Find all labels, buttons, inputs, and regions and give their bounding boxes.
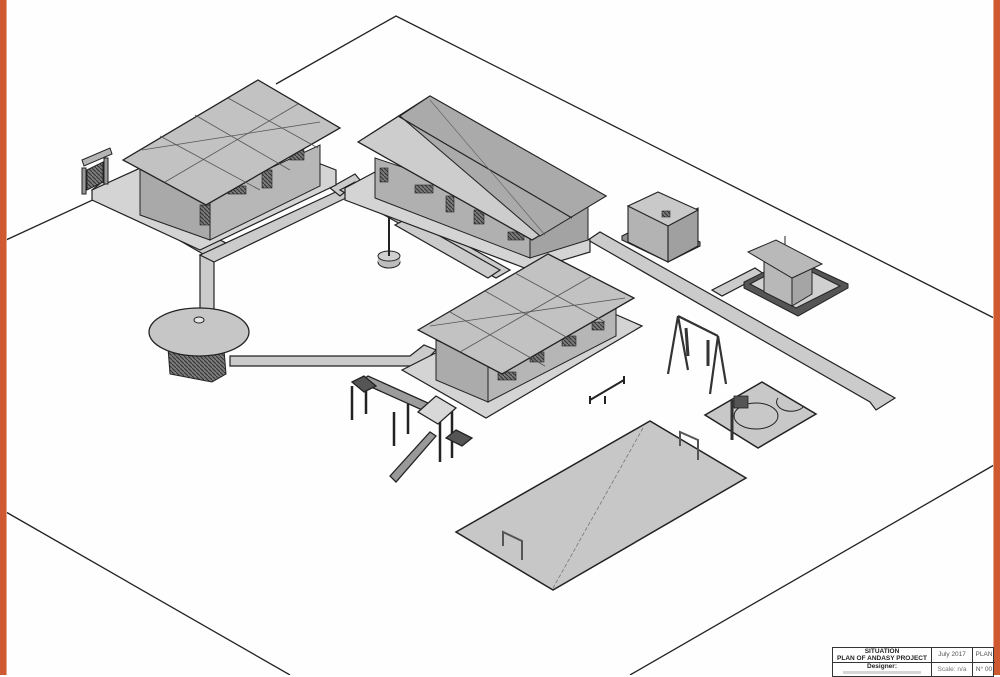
title-line-1: SITUATION xyxy=(864,648,900,655)
swing-set xyxy=(666,315,728,395)
classroom-building-3 xyxy=(400,253,644,419)
frame-border-left xyxy=(0,0,6,675)
designer-name-illegible xyxy=(843,671,921,674)
designer-label: Designer: xyxy=(867,663,897,670)
classroom-building-2 xyxy=(344,95,608,271)
basketball-court xyxy=(703,381,818,449)
frame-border-right xyxy=(994,0,1000,675)
frame-border-right-inner xyxy=(993,0,994,675)
water-tank xyxy=(621,191,701,263)
title-block-main: SITUATION PLAN OF ANDASY PROJECT Designe… xyxy=(833,648,932,676)
football-field xyxy=(454,420,748,591)
seesaw xyxy=(589,376,625,404)
sheet-type: PLAN xyxy=(973,648,995,663)
classroom-building-1 xyxy=(91,79,342,251)
drawing-title: SITUATION PLAN OF ANDASY PROJECT xyxy=(833,648,931,663)
title-line-2: PLAN OF ANDASY PROJECT xyxy=(837,655,927,662)
frame-border-left-inner xyxy=(6,0,7,675)
gazebo xyxy=(148,307,250,383)
flagpole xyxy=(377,218,401,269)
sheet-number: N° 00 xyxy=(975,666,993,673)
title-block: SITUATION PLAN OF ANDASY PROJECT Designe… xyxy=(832,647,995,677)
drawing-date: July 2017 xyxy=(932,648,973,663)
latrine-block xyxy=(743,236,849,317)
entrance-gate xyxy=(81,147,113,195)
drawing-scale: Scale: n/a xyxy=(932,663,973,677)
play-structure xyxy=(350,375,474,483)
